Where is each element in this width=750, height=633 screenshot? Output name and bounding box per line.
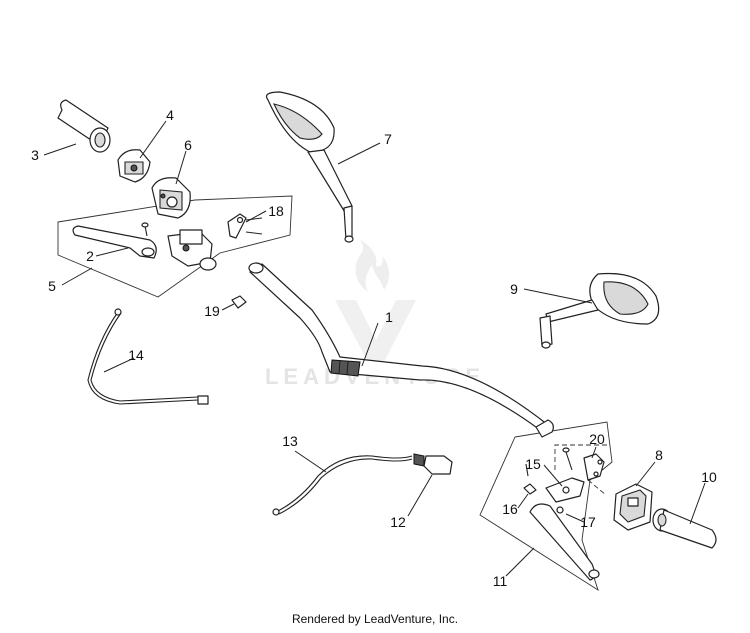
watermark-logo-icon [335, 240, 416, 362]
leader-lines [43, 120, 706, 577]
left-grip [57, 99, 111, 153]
callout-7: 7 [384, 131, 392, 147]
callout-labels: 1 2 3 4 5 6 7 8 9 10 11 12 13 14 15 16 1… [31, 107, 717, 589]
callout-2: 2 [86, 248, 94, 264]
left-clamp-bracket [227, 213, 263, 239]
callout-12: 12 [390, 514, 406, 530]
footer-credit: Rendered by LeadVenture, Inc. [291, 612, 459, 626]
right-switch-housing [613, 483, 653, 531]
right-mirror [539, 272, 660, 349]
right-grip [652, 508, 717, 549]
callout-3: 3 [31, 147, 39, 163]
left-master-cylinder [167, 229, 217, 271]
callout-18: 18 [268, 203, 284, 219]
right-lever [529, 503, 600, 581]
left-switch-upper [117, 149, 151, 183]
right-small-screw [523, 463, 537, 495]
left-lever [72, 225, 157, 259]
callout-13: 13 [282, 433, 298, 449]
right-clamp-bracket [562, 447, 605, 481]
callout-11: 11 [493, 573, 508, 589]
left-mirror [265, 91, 354, 243]
left-cable [87, 308, 209, 405]
callout-4: 4 [166, 107, 174, 123]
left-switch-housing [151, 177, 191, 219]
callout-9: 9 [510, 281, 518, 297]
callout-10: 10 [701, 469, 717, 485]
center-cable [272, 455, 413, 516]
callout-5: 5 [48, 278, 56, 294]
callout-8: 8 [655, 447, 663, 463]
left-fitting [231, 295, 247, 309]
right-group-outline [479, 421, 613, 592]
callout-6: 6 [184, 137, 192, 153]
callout-1: 1 [385, 309, 393, 325]
handlebar [248, 262, 554, 438]
left-group-outline [57, 195, 293, 298]
callout-15: 15 [525, 456, 541, 472]
right-lever-mount [545, 477, 585, 503]
callout-16: 16 [502, 501, 518, 517]
right-group-dashed-line [554, 444, 607, 470]
left-screw [141, 222, 149, 237]
connector [413, 453, 453, 475]
callout-19: 19 [204, 303, 220, 319]
callout-14: 14 [128, 347, 144, 363]
callout-20: 20 [589, 431, 605, 447]
callout-17: 17 [580, 514, 596, 530]
